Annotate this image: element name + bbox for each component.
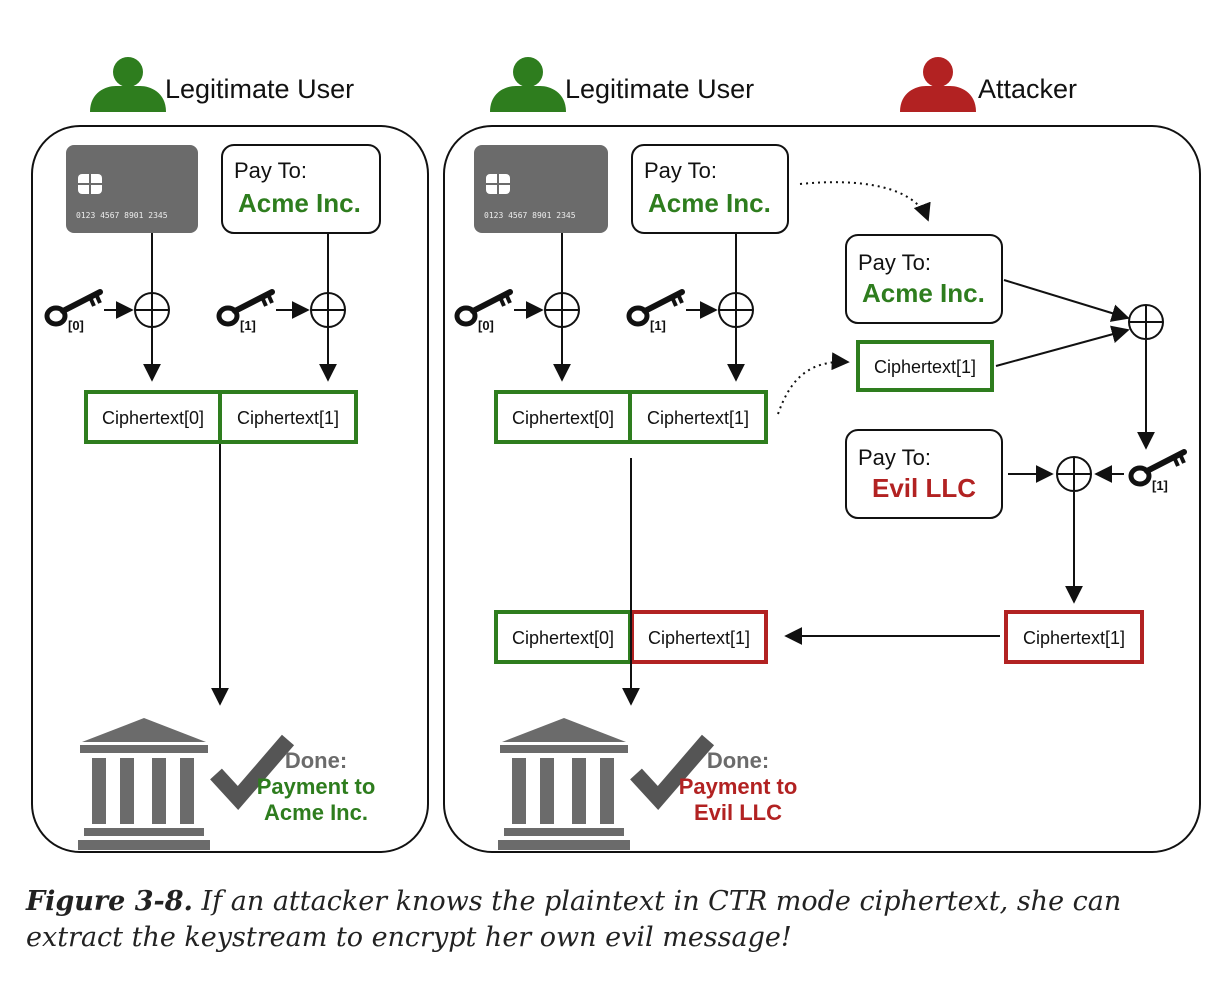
pay-to-acme-right: Pay To: Acme Inc. <box>631 144 789 234</box>
pay-to-label: Pay To: <box>644 158 717 183</box>
xor-icon <box>718 292 754 328</box>
payment-destination-acme: Acme Inc. <box>264 800 368 825</box>
xor-icon <box>1128 304 1164 340</box>
ciphertext-1-label: Ciphertext[1] <box>647 408 749 428</box>
attacker-captured-ciphertext: Ciphertext[1] <box>856 340 994 392</box>
observe-plaintext-arrow <box>799 181 931 222</box>
payment-to-label: Payment to <box>257 774 376 799</box>
key-index-0: [0] <box>68 318 84 333</box>
figure-caption: Figure 3-8. If an attacker knows the pla… <box>26 884 1206 956</box>
user-icon <box>490 57 566 112</box>
key-index-1: [1] <box>1152 478 1168 493</box>
ciphertext-0-label: Ciphertext[0] <box>512 628 614 648</box>
bank-icon <box>498 718 630 850</box>
pay-to-label: Pay To: <box>234 158 307 183</box>
xor-icon <box>134 292 170 328</box>
ciphertext-1-label: Ciphertext[1] <box>237 408 339 428</box>
figure-caption-text: If an attacker knows the plaintext in CT… <box>26 886 1122 953</box>
attacker-label: Attacker <box>978 74 1077 104</box>
ciphertext-pair-right-top: Ciphertext[0] Ciphertext[1] <box>494 390 768 444</box>
credit-card-right: 0123 4567 8901 2345 <box>474 145 608 233</box>
ciphertext-1-label: Ciphertext[1] <box>874 357 976 377</box>
payee-acme: Acme Inc. <box>648 188 771 218</box>
payment-to-label: Payment to <box>679 774 798 799</box>
pay-to-acme-left: Pay To: Acme Inc. <box>221 144 381 234</box>
key-index-0: [0] <box>478 318 494 333</box>
xor-icon <box>1056 456 1092 492</box>
payee-acme: Acme Inc. <box>238 188 361 218</box>
xor-icon <box>544 292 580 328</box>
key-index-1: [1] <box>240 318 256 333</box>
figure-number: Figure 3-8. <box>26 886 193 917</box>
card-number: 0123 4567 8901 2345 <box>484 211 576 220</box>
ciphertext-1-label: Ciphertext[1] <box>648 628 750 648</box>
payment-destination-evil: Evil LLC <box>694 800 782 825</box>
legitimate-user-label-right: Legitimate User <box>565 74 754 104</box>
ciphertext-0-label: Ciphertext[0] <box>512 408 614 428</box>
forged-ciphertext: Ciphertext[1] <box>1004 610 1144 664</box>
legitimate-user-label-left: Legitimate User <box>165 74 354 104</box>
attacker-icon <box>900 57 976 112</box>
pay-to-label: Pay To: <box>858 445 931 470</box>
bank-icon <box>78 718 210 850</box>
user-icon <box>90 57 166 112</box>
observe-ciphertext-arrow <box>777 352 850 415</box>
attacker-known-plaintext: Pay To: Acme Inc. <box>845 234 1003 324</box>
payee-acme: Acme Inc. <box>862 278 985 308</box>
done-label: Done: <box>707 748 769 773</box>
left-panel <box>31 125 429 853</box>
ciphertext-pair-left: Ciphertext[0] Ciphertext[1] <box>84 390 358 444</box>
ciphertext-1-label: Ciphertext[1] <box>1023 628 1125 648</box>
attacker-evil-plaintext: Pay To: Evil LLC <box>845 429 1003 519</box>
xor-icon <box>310 292 346 328</box>
right-panel <box>443 125 1201 853</box>
credit-card-left: 0123 4567 8901 2345 <box>66 145 198 233</box>
key-index-1: [1] <box>650 318 666 333</box>
pay-to-label: Pay To: <box>858 250 931 275</box>
ciphertext-0-label: Ciphertext[0] <box>102 408 204 428</box>
done-label: Done: <box>285 748 347 773</box>
payee-evil: Evil LLC <box>872 473 976 503</box>
card-number: 0123 4567 8901 2345 <box>76 211 168 220</box>
